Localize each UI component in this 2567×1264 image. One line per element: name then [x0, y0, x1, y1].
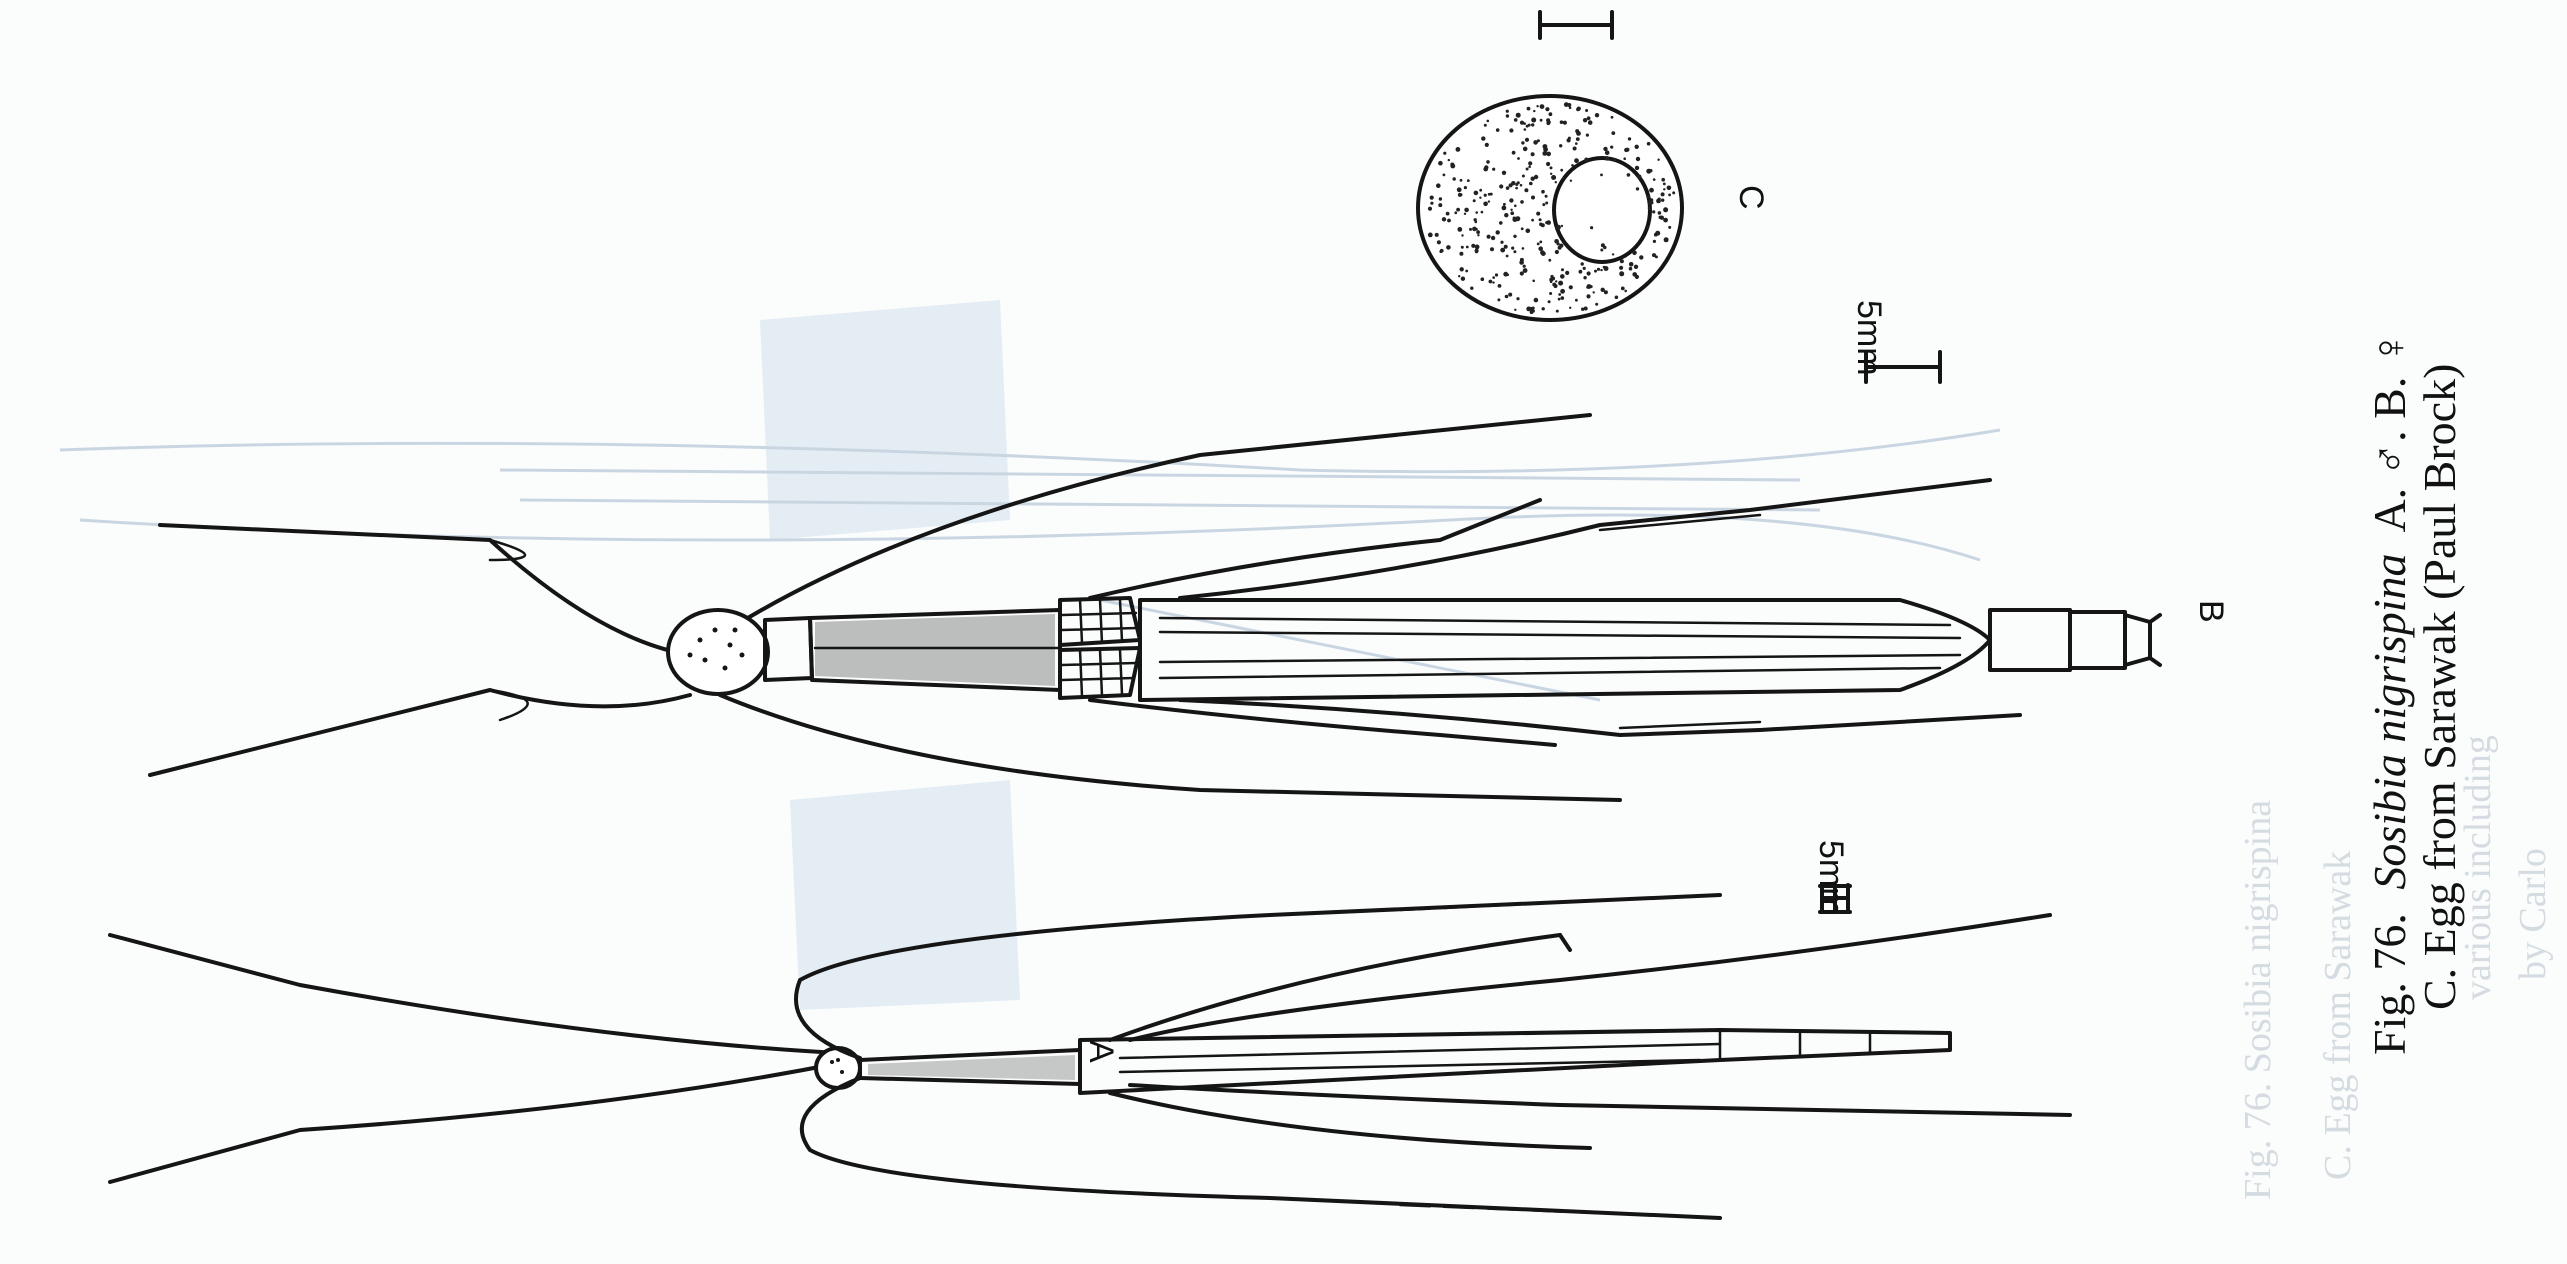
caption-line2: C. Egg from Sarawak (Paul Brock) [2414, 364, 2465, 1010]
caption-fig-number: Fig. 76. [2364, 913, 2415, 1055]
scale-bar-b: 5mm [1850, 300, 1942, 384]
caption-line1-rest: A. ♂. B. ♀ [2364, 331, 2415, 533]
bleed-through: Fig. 76. Sosibia nigrispina C. Egg from … [59, 300, 2554, 1200]
figure-caption-line2-wrap: C. Egg from Sarawak (Paul Brock) [2414, 364, 2465, 1010]
svg-text:Fig. 76. Sosibia nigrisp: Fig. 76. Sosibia nigrispina A. ♂. B. ♀ [2364, 331, 2415, 1055]
scale-bar-b-label: 5mm [1850, 300, 1888, 376]
panel-label-a: A [1082, 1040, 1120, 1063]
specimen-a-male [108, 893, 2072, 1220]
scale-bar-c [1538, 10, 1614, 40]
bleed-text-2: C. Egg from Sarawak [2317, 851, 2359, 1180]
panel-label-c: C [1732, 185, 1770, 210]
bleed-text-4: by Carlo [2512, 848, 2554, 980]
scale-bar-a-label: 5mm [1812, 840, 1850, 916]
figure-caption: Fig. 76. Sosibia nigrispina A. ♂. B. ♀ [2364, 331, 2415, 1055]
scale-bar-a: 5mm [1812, 840, 1852, 916]
bleed-text-1: Fig. 76. Sosibia nigrispina [2237, 800, 2279, 1200]
egg-c [1416, 94, 1684, 322]
head-b [666, 608, 770, 696]
caption-species: Sosibia nigrispina [2364, 554, 2415, 890]
specimen-b-female [148, 413, 2162, 802]
bleed-text-3: various including [2457, 735, 2499, 1000]
panel-label-b: B [2192, 600, 2230, 623]
